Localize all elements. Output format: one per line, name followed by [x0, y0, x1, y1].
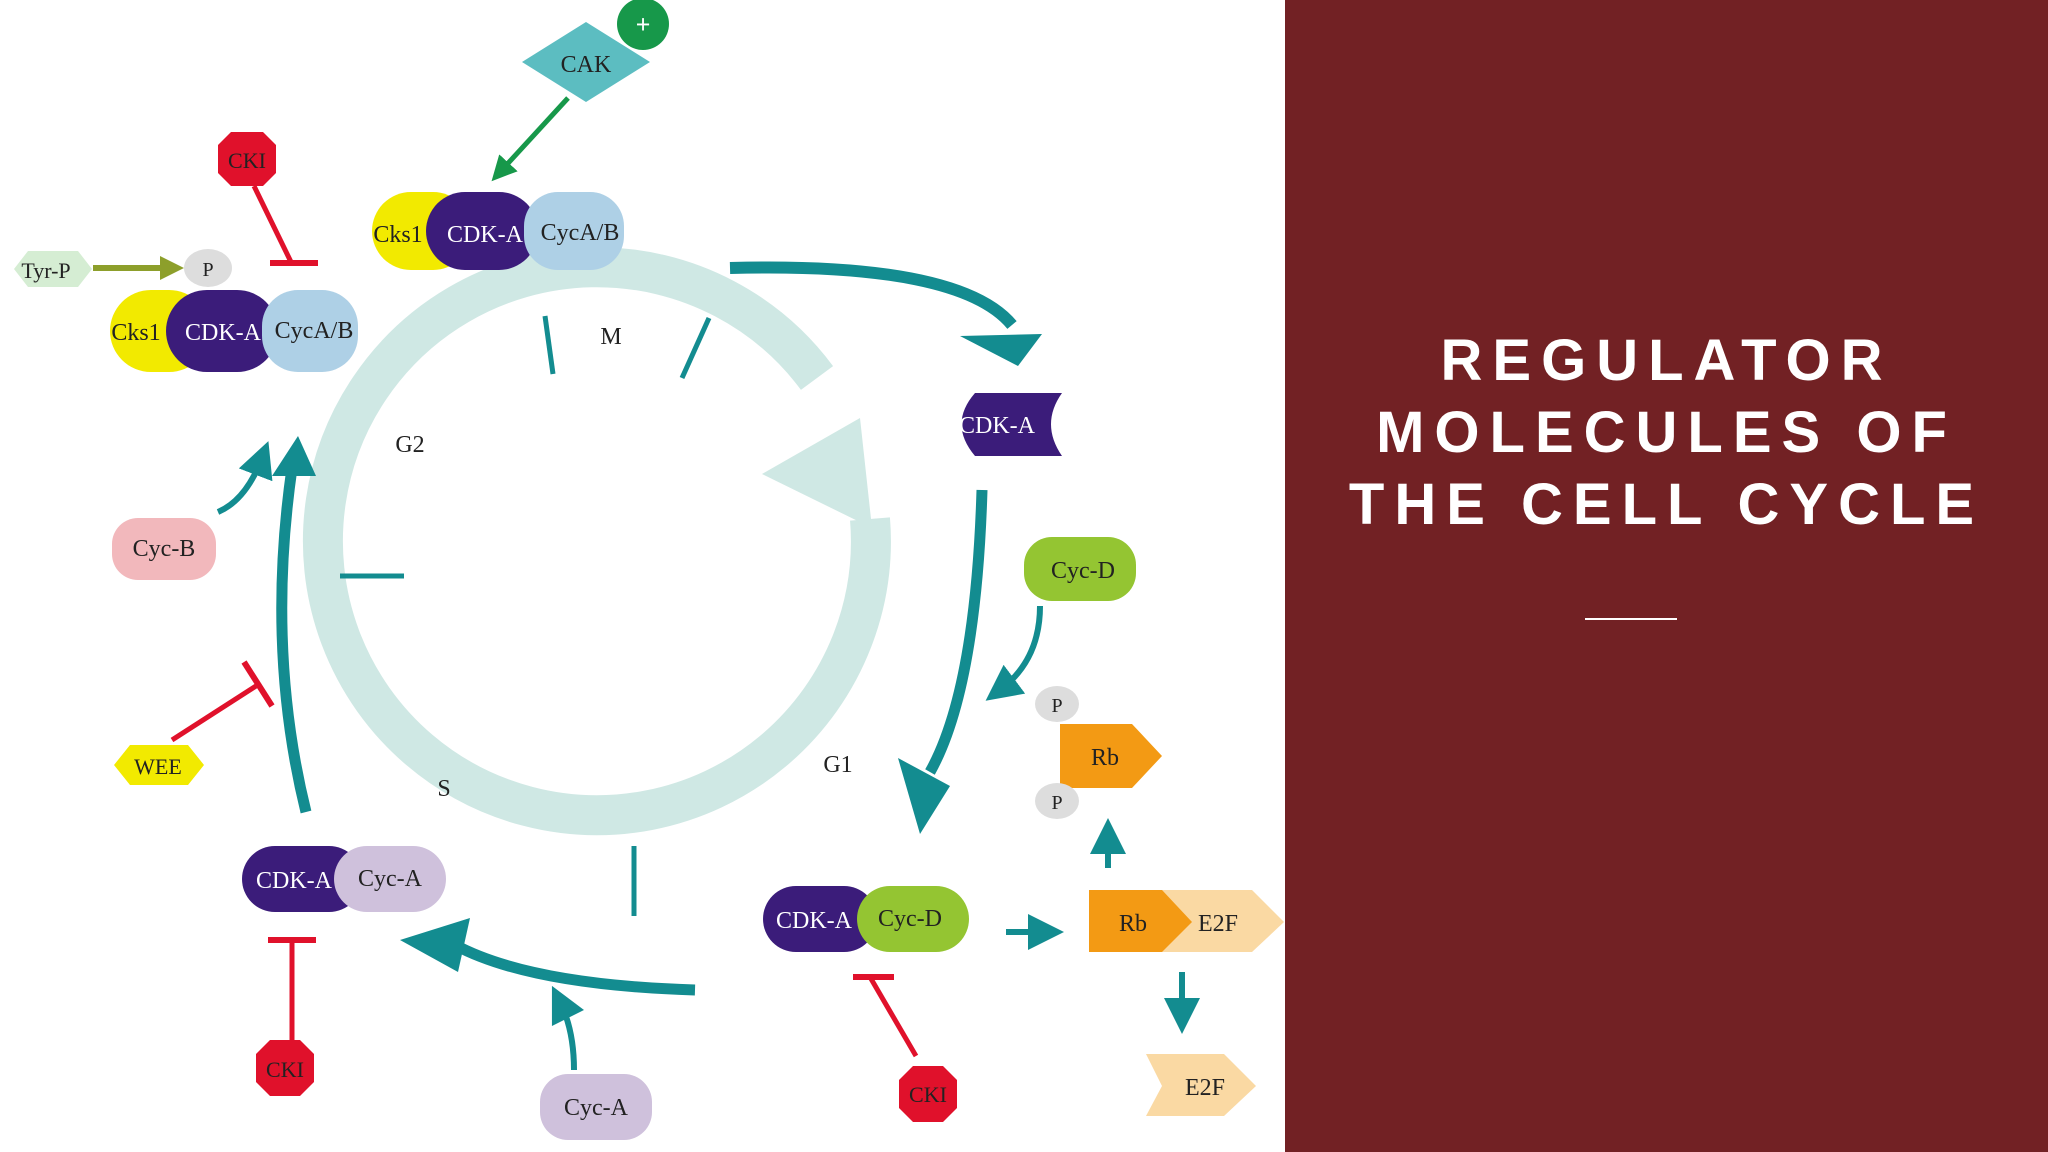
plus-badge [617, 0, 669, 50]
complex-s: CDK-A Cyc-A CKI [242, 846, 446, 1096]
tyrp-hexagon [14, 251, 92, 287]
e2f-complex-shape [1160, 890, 1284, 952]
p-topleft-circle [184, 249, 232, 287]
arrow-g1-down-shaft [925, 489, 988, 775]
cks1-top-label: Cks1 [373, 222, 422, 248]
title-panel: REGULATOR MOLECULES OF THE CELL CYCLE [1285, 0, 2048, 1152]
rb-phosphorylated: P Rb P [1035, 686, 1162, 868]
e2f-free-label: E2F [1185, 1075, 1225, 1101]
cki-s-octagon [256, 1040, 314, 1096]
arrow-s-head [400, 918, 470, 972]
wee-label: WEE [134, 754, 182, 779]
cdka-right-shape [961, 393, 1062, 456]
p-rb-top-circle [1035, 686, 1079, 722]
cycd-free-label: Cyc-D [1051, 558, 1115, 584]
cdka-s-label: CDK-A [256, 868, 333, 894]
cdka-g1-label: CDK-A [776, 908, 853, 934]
e2f-free-shape [1146, 1054, 1256, 1116]
g2-regulators: Cyc-B WEE [112, 441, 275, 785]
p-rb-bottom-label: P [1051, 792, 1062, 814]
title-line-2: MOLECULES OF [1376, 400, 1957, 465]
arrow-g2-up-shaft [276, 467, 312, 814]
cyca-free: Cyc-A [540, 985, 652, 1140]
complex-top: Cks1 CDK-A CycA/B [372, 192, 624, 270]
cdka-top-label: CDK-A [447, 222, 524, 248]
phase-divider-m-right [679, 316, 712, 380]
cell-cycle-svg: M G2 S G1 CAK + [14, 0, 1284, 1140]
cycb-label: Cyc-B [133, 536, 196, 562]
wee-inhibit-line [170, 683, 258, 743]
cki-s-label: CKI [266, 1057, 304, 1082]
cyca-s-shape [334, 846, 446, 912]
p-rb-bottom-circle [1035, 783, 1079, 819]
cycb-join-arrow [216, 441, 273, 515]
p-topleft-label: P [202, 259, 213, 281]
rb-e2f-complex: Rb E2F E2F [1089, 890, 1284, 1116]
cak-label: CAK [561, 52, 612, 78]
slide-title: REGULATOR MOLECULES OF THE CELL CYCLE [1285, 325, 2048, 541]
title-line-3: THE CELL CYCLE [1348, 472, 1985, 537]
cyca-free-shape [540, 1074, 652, 1140]
phase-label-s: S [437, 776, 450, 802]
cak-diamond [522, 22, 650, 102]
cki-topleft-label: CKI [228, 148, 266, 173]
cyca-free-label: Cyc-A [564, 1095, 629, 1121]
cdka-free: CDK-A [959, 393, 1062, 456]
wee-inhibit-bar [241, 660, 275, 708]
cdka-g1-shape [763, 886, 877, 952]
g2m-regulators: CKI Tyr-P P [14, 132, 318, 287]
cdka-left-label: CDK-A [185, 320, 262, 346]
cycd-join-arrow [985, 605, 1043, 701]
cell-cycle-diagram: M G2 S G1 CAK + [14, 0, 1284, 1140]
arrow-m-to-g1-head [960, 334, 1042, 366]
rb-complex-label: Rb [1119, 911, 1147, 937]
title-line-1: REGULATOR [1440, 328, 1893, 393]
cycab-left-label: CycA/B [275, 318, 354, 344]
arrow-m-to-g1-shaft [729, 261, 1017, 329]
rb-phos-label: Rb [1091, 745, 1119, 771]
e2f-complex-label: E2F [1198, 911, 1238, 937]
cycd-free-shape [1024, 537, 1136, 601]
cki-g1-octagon [899, 1066, 957, 1122]
arrow-g1-down-head [898, 758, 950, 834]
phase-label-g2: G2 [395, 432, 424, 458]
cak-activation-arrow [491, 96, 570, 182]
phase-divider-m-left [542, 315, 556, 375]
outer-cycle-arrows [272, 261, 1042, 996]
cycab-left-shape [262, 290, 358, 372]
cks1-left-label: Cks1 [111, 320, 160, 346]
cycd-g1-label: Cyc-D [878, 906, 942, 932]
cycd-g1-shape [857, 886, 969, 952]
p-rb-top-label: P [1051, 695, 1062, 717]
cak-group: CAK + [491, 0, 669, 182]
cdka-s-shape [242, 846, 362, 912]
cycab-top-label: CycA/B [541, 220, 620, 246]
cycle-ring: M G2 S G1 [302, 247, 891, 916]
cycb-shape [112, 518, 216, 580]
arrow-s-shaft [452, 940, 696, 996]
cdka-top-shape [426, 192, 538, 270]
complex-g1: CDK-A Cyc-D CKI [763, 886, 1064, 1122]
rb-phos-shape [1060, 724, 1162, 788]
wee-hexagon [114, 745, 204, 785]
plus-label: + [636, 10, 651, 39]
cycab-top-shape [524, 192, 624, 270]
rb-complex-shape [1089, 890, 1192, 952]
cki-g1-label: CKI [909, 1082, 947, 1107]
phase-label-m: M [600, 324, 621, 350]
title-divider [1585, 618, 1677, 620]
cki-topleft-inhibit-line [251, 184, 294, 264]
cki-g1-inhibit-line [867, 975, 919, 1058]
cyca-s-label: Cyc-A [358, 866, 423, 892]
phase-label-g1: G1 [823, 752, 852, 778]
cycd-free: Cyc-D [985, 537, 1136, 701]
cyca-join-arrow [551, 985, 585, 1071]
complex-left: Cks1 CDK-A CycA/B [110, 290, 358, 372]
cdka-left-shape [166, 290, 278, 372]
arrow-g2-up-head [272, 436, 316, 476]
cki-topleft-octagon [218, 132, 276, 186]
cdka-right-label: CDK-A [959, 413, 1036, 439]
tyrp-label: Tyr-P [21, 258, 70, 283]
